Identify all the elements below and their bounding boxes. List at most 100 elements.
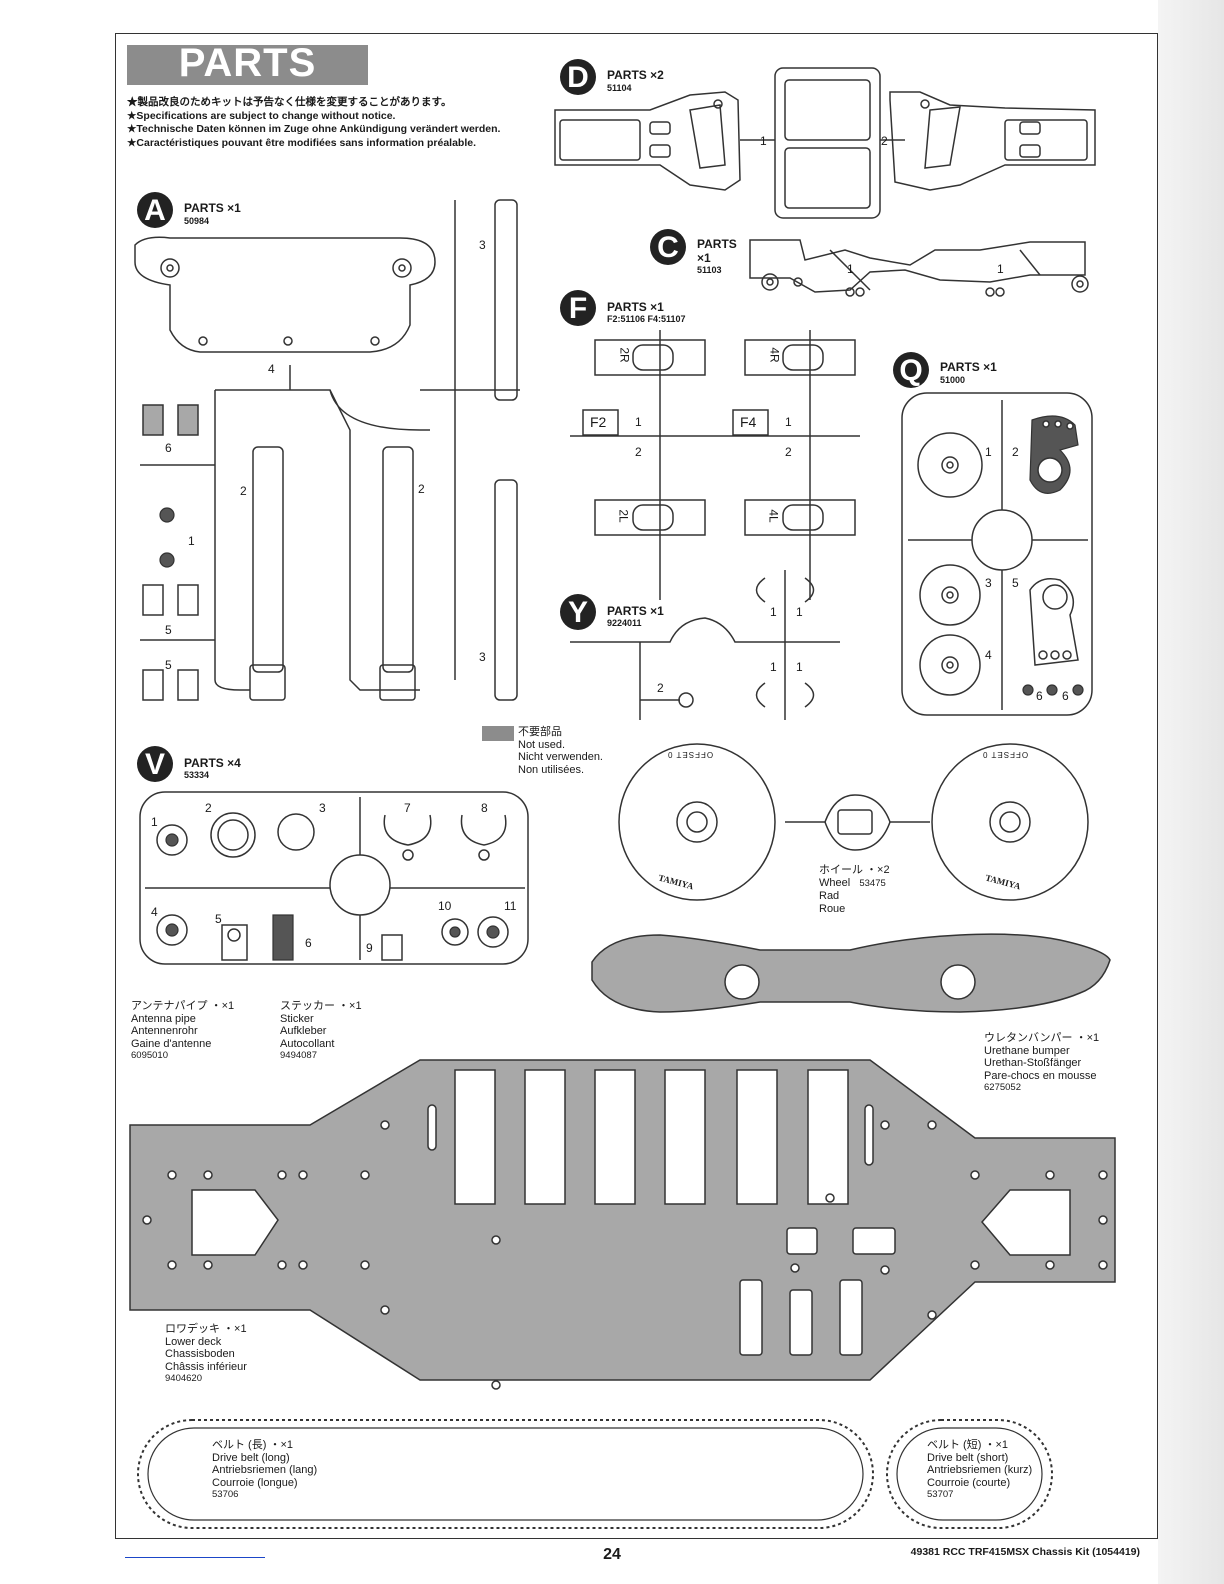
part-number: 3 — [479, 650, 486, 664]
wheel-fr: Roue — [819, 902, 846, 915]
notes-block: ★製品改良のためキットは予告なく仕様を変更することがあります。 ★Specifi… — [127, 96, 500, 150]
sticker-code: 9494087 — [280, 1050, 317, 1061]
deck-en: Lower deck — [165, 1335, 222, 1348]
tree-badge-c: C — [650, 229, 686, 265]
tree-d-qty: PARTS ×2 — [607, 68, 664, 82]
bumper-drawing — [591, 933, 1111, 1013]
unused-de: Nicht verwenden. — [518, 751, 603, 763]
tree-c-partno: 51103 — [697, 265, 722, 275]
part-number: 5 — [165, 658, 172, 672]
part-number: 3 — [985, 576, 992, 590]
part-number: 1 — [188, 534, 195, 548]
tree-v-partno: 53334 — [184, 770, 210, 780]
part-number: F2 — [590, 414, 607, 430]
sticker-label: ステッカー ・×1 Sticker Aufkleber Autocollant … — [280, 1000, 362, 1063]
sticker-fr: Autocollant — [280, 1037, 335, 1050]
part-number: 1 — [796, 605, 803, 619]
c-tree-drawing — [749, 239, 1089, 297]
bumper-jp: ウレタンバンパー ・×1 — [984, 1032, 1100, 1044]
part-number: 5 — [165, 623, 172, 637]
part-number: 4 — [985, 648, 992, 662]
part-number: 1 — [796, 660, 803, 674]
antenna-label: アンテナパイプ ・×1 Antenna pipe Antennenrohr Ga… — [131, 1000, 234, 1063]
sticker-jp: ステッカー ・×1 — [280, 1000, 362, 1012]
belts-drawing — [137, 1419, 1053, 1529]
belt-long-de: Antriebsriemen (lang) — [212, 1464, 318, 1476]
belt-long-label: ベルト (長) ・×1 Drive belt (long) Antriebsri… — [212, 1439, 317, 1502]
part-number: 6 — [1036, 689, 1043, 703]
sticker-en: Sticker — [280, 1012, 314, 1025]
tree-q-partno: 51000 — [940, 375, 966, 385]
deck-label: ロワデッキ ・×1 Lower deck Chassisboden Châssi… — [165, 1323, 247, 1386]
title-bar — [127, 45, 368, 85]
bumper-de: Urethan-Stoßfänger — [984, 1057, 1082, 1069]
part-number: 1 — [760, 134, 767, 148]
part-number: 1 — [847, 262, 854, 276]
part-number: 2L — [616, 509, 631, 523]
part-number: 1 — [997, 262, 1004, 276]
tree-d-partno: 51104 — [607, 83, 632, 93]
unused-en: Not used. — [518, 738, 566, 751]
tree-f-partno: F2:51106 F4:51107 — [607, 314, 686, 324]
antenna-jp: アンテナパイプ ・×1 — [131, 1000, 235, 1012]
part-number: 2 — [205, 801, 212, 815]
wheels-drawing — [618, 743, 1089, 901]
part-number: 10 — [438, 899, 452, 913]
part-number: 6 — [1062, 689, 1069, 703]
page-edge-shadow — [1158, 0, 1224, 1584]
page-title: PARTS — [178, 41, 317, 85]
tree-y-qty: PARTS ×1 — [607, 604, 664, 618]
note-line: ★製品改良のためキットは予告なく仕様を変更することがあります。 — [127, 96, 452, 108]
belt-short-label: ベルト (短) ・×1 Drive belt (short) Antriebsr… — [927, 1439, 1032, 1502]
part-number: 7 — [404, 801, 411, 815]
footer-link[interactable] — [125, 1557, 265, 1558]
part-number: 2 — [418, 482, 425, 496]
tree-c-qty-count: ×1 — [697, 251, 711, 265]
part-number: 1 — [635, 415, 642, 429]
part-number: F4 — [740, 414, 757, 430]
belt-short-jp: ベルト (短) ・×1 — [927, 1439, 1008, 1451]
tree-badge-f: F — [560, 290, 596, 326]
antenna-fr: Gaine d'antenne — [131, 1037, 212, 1050]
part-number: 2 — [657, 681, 664, 695]
part-number: 4R — [767, 347, 782, 363]
part-number: 8 — [481, 801, 488, 815]
unused-jp: 不要部品 — [518, 726, 562, 738]
wheel-en: Wheel — [819, 876, 851, 889]
q-tree-drawing — [901, 392, 1093, 716]
f-tree-drawing — [570, 330, 860, 600]
note-line: ★Technische Daten können im Zuge ohne An… — [127, 123, 501, 135]
unused-fr: Non utilisées. — [518, 763, 585, 776]
part-number: 2 — [240, 484, 247, 498]
part-number: 9 — [366, 941, 373, 955]
bumper-fr: Pare-chocs en mousse — [984, 1069, 1097, 1082]
tree-badge-q: Q — [893, 352, 929, 388]
part-number: 4 — [268, 362, 275, 376]
part-number: 1 — [985, 445, 992, 459]
bumper-code: 6275052 — [984, 1082, 1021, 1093]
unused-swatch — [482, 726, 514, 741]
part-number: 1 — [151, 815, 158, 829]
note-line: ★Caractéristiques pouvant être modifiées… — [127, 136, 477, 149]
note-line: ★Specifications are subject to change wi… — [127, 109, 396, 122]
deck-de: Chassisboden — [165, 1348, 235, 1360]
deck-fr: Châssis inférieur — [165, 1360, 247, 1373]
part-number: 2R — [617, 347, 632, 363]
wheel-de: Rad — [819, 890, 840, 902]
lower-deck-drawing — [129, 1059, 1116, 1390]
belt-short-code: 53707 — [927, 1489, 954, 1500]
tree-badge-v: V — [137, 746, 173, 782]
part-number: 1 — [770, 605, 777, 619]
antenna-en: Antenna pipe — [131, 1012, 196, 1025]
sticker-de: Aufkleber — [280, 1025, 327, 1037]
unused-legend: 不要部品 Not used. Nicht verwenden. Non util… — [518, 726, 603, 776]
part-number: 1 — [770, 660, 777, 674]
part-number: 1 — [785, 415, 792, 429]
page-frame — [115, 33, 1158, 1539]
belt-short-en: Drive belt (short) — [927, 1451, 1009, 1464]
antenna-code: 6095010 — [131, 1050, 168, 1061]
tree-a-partno: 50984 — [184, 216, 210, 226]
wheel-label: ホイール ・×2 Wheel 53475 Rad Roue — [819, 864, 890, 915]
tree-badge-a: A — [137, 192, 173, 228]
deck-jp: ロワデッキ ・×1 — [165, 1323, 247, 1335]
